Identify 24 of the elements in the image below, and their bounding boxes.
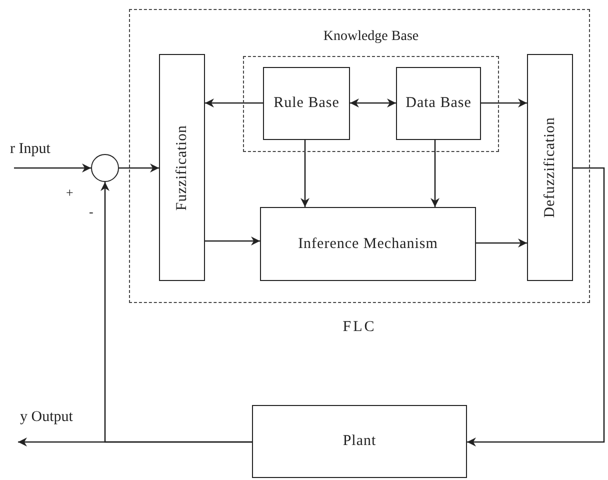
arrow — [350, 98, 396, 108]
group-heading: Knowledge Base — [322, 30, 420, 44]
process-box: Rule Base — [263, 67, 350, 140]
sign-label: - — [89, 205, 94, 218]
arrow — [14, 164, 91, 172]
process-box: Data Base — [396, 67, 481, 140]
arrow — [100, 182, 252, 443]
group-heading: FLC — [342, 320, 378, 335]
arrow — [205, 98, 263, 108]
process-box: Defuzzification — [527, 54, 573, 281]
sign-label: + — [66, 186, 74, 199]
arrow — [205, 236, 260, 246]
process-box: Inference Mechanism — [260, 207, 476, 281]
arrow — [119, 164, 159, 172]
arrow — [300, 140, 310, 207]
arrow — [476, 238, 527, 248]
edge-label: y Output — [20, 410, 73, 425]
process-box: Fuzzification — [159, 54, 205, 281]
process-box: Plant — [252, 405, 467, 478]
arrow — [467, 167, 605, 446]
summing-junction — [91, 154, 119, 182]
arrow — [481, 98, 527, 108]
arrow — [430, 140, 440, 207]
edge-label: r Input — [10, 142, 50, 157]
